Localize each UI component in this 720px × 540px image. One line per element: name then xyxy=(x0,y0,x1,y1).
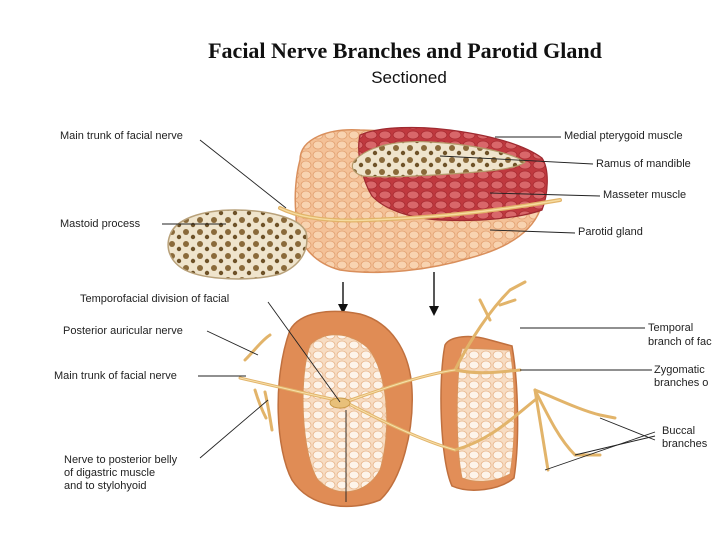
label-main-trunk-bottom: Main trunk of facial nerve xyxy=(54,370,177,382)
parotid-posterior-cut-face xyxy=(302,334,388,493)
label-parotid-gland: Parotid gland xyxy=(578,226,643,238)
leader-lines xyxy=(162,136,656,502)
label-mastoid-process: Mastoid process xyxy=(60,218,141,230)
label-masseter: Masseter muscle xyxy=(603,189,687,201)
diagram-subtitle: Sectioned xyxy=(371,68,447,87)
label-digastric-2: of digastric muscle xyxy=(64,467,156,479)
label-buccal-2: branches xyxy=(662,438,708,450)
label-digastric-3: and to stylohyoid xyxy=(64,480,147,492)
ramus-of-mandible-shape xyxy=(351,141,527,178)
parotid-anterior-cut-face xyxy=(456,347,515,482)
label-temporal-2: branch of fac xyxy=(648,336,712,348)
label-temporal-1: Temporal xyxy=(648,322,694,334)
mastoid-process-shape xyxy=(167,209,308,280)
label-zygomatic-1: Zygomatic xyxy=(654,364,705,376)
bottom-section-figure xyxy=(238,280,617,508)
section-arrows xyxy=(338,272,439,316)
diagram-title: Facial Nerve Branches and Parotid Gland xyxy=(208,38,602,63)
label-ramus-mandible: Ramus of mandible xyxy=(596,158,691,170)
label-main-trunk-top: Main trunk of facial nerve xyxy=(60,130,183,142)
label-digastric-1: Nerve to posterior belly xyxy=(64,454,178,466)
label-medial-pterygoid: Medial pterygoid muscle xyxy=(564,130,683,142)
top-section-figure xyxy=(167,126,562,280)
label-posterior-auricular: Posterior auricular nerve xyxy=(63,325,183,337)
label-zygomatic-2: branches o xyxy=(654,377,709,389)
label-temporofacial: Temporofacial division of facial xyxy=(80,293,230,305)
label-buccal-1: Buccal xyxy=(662,425,696,437)
